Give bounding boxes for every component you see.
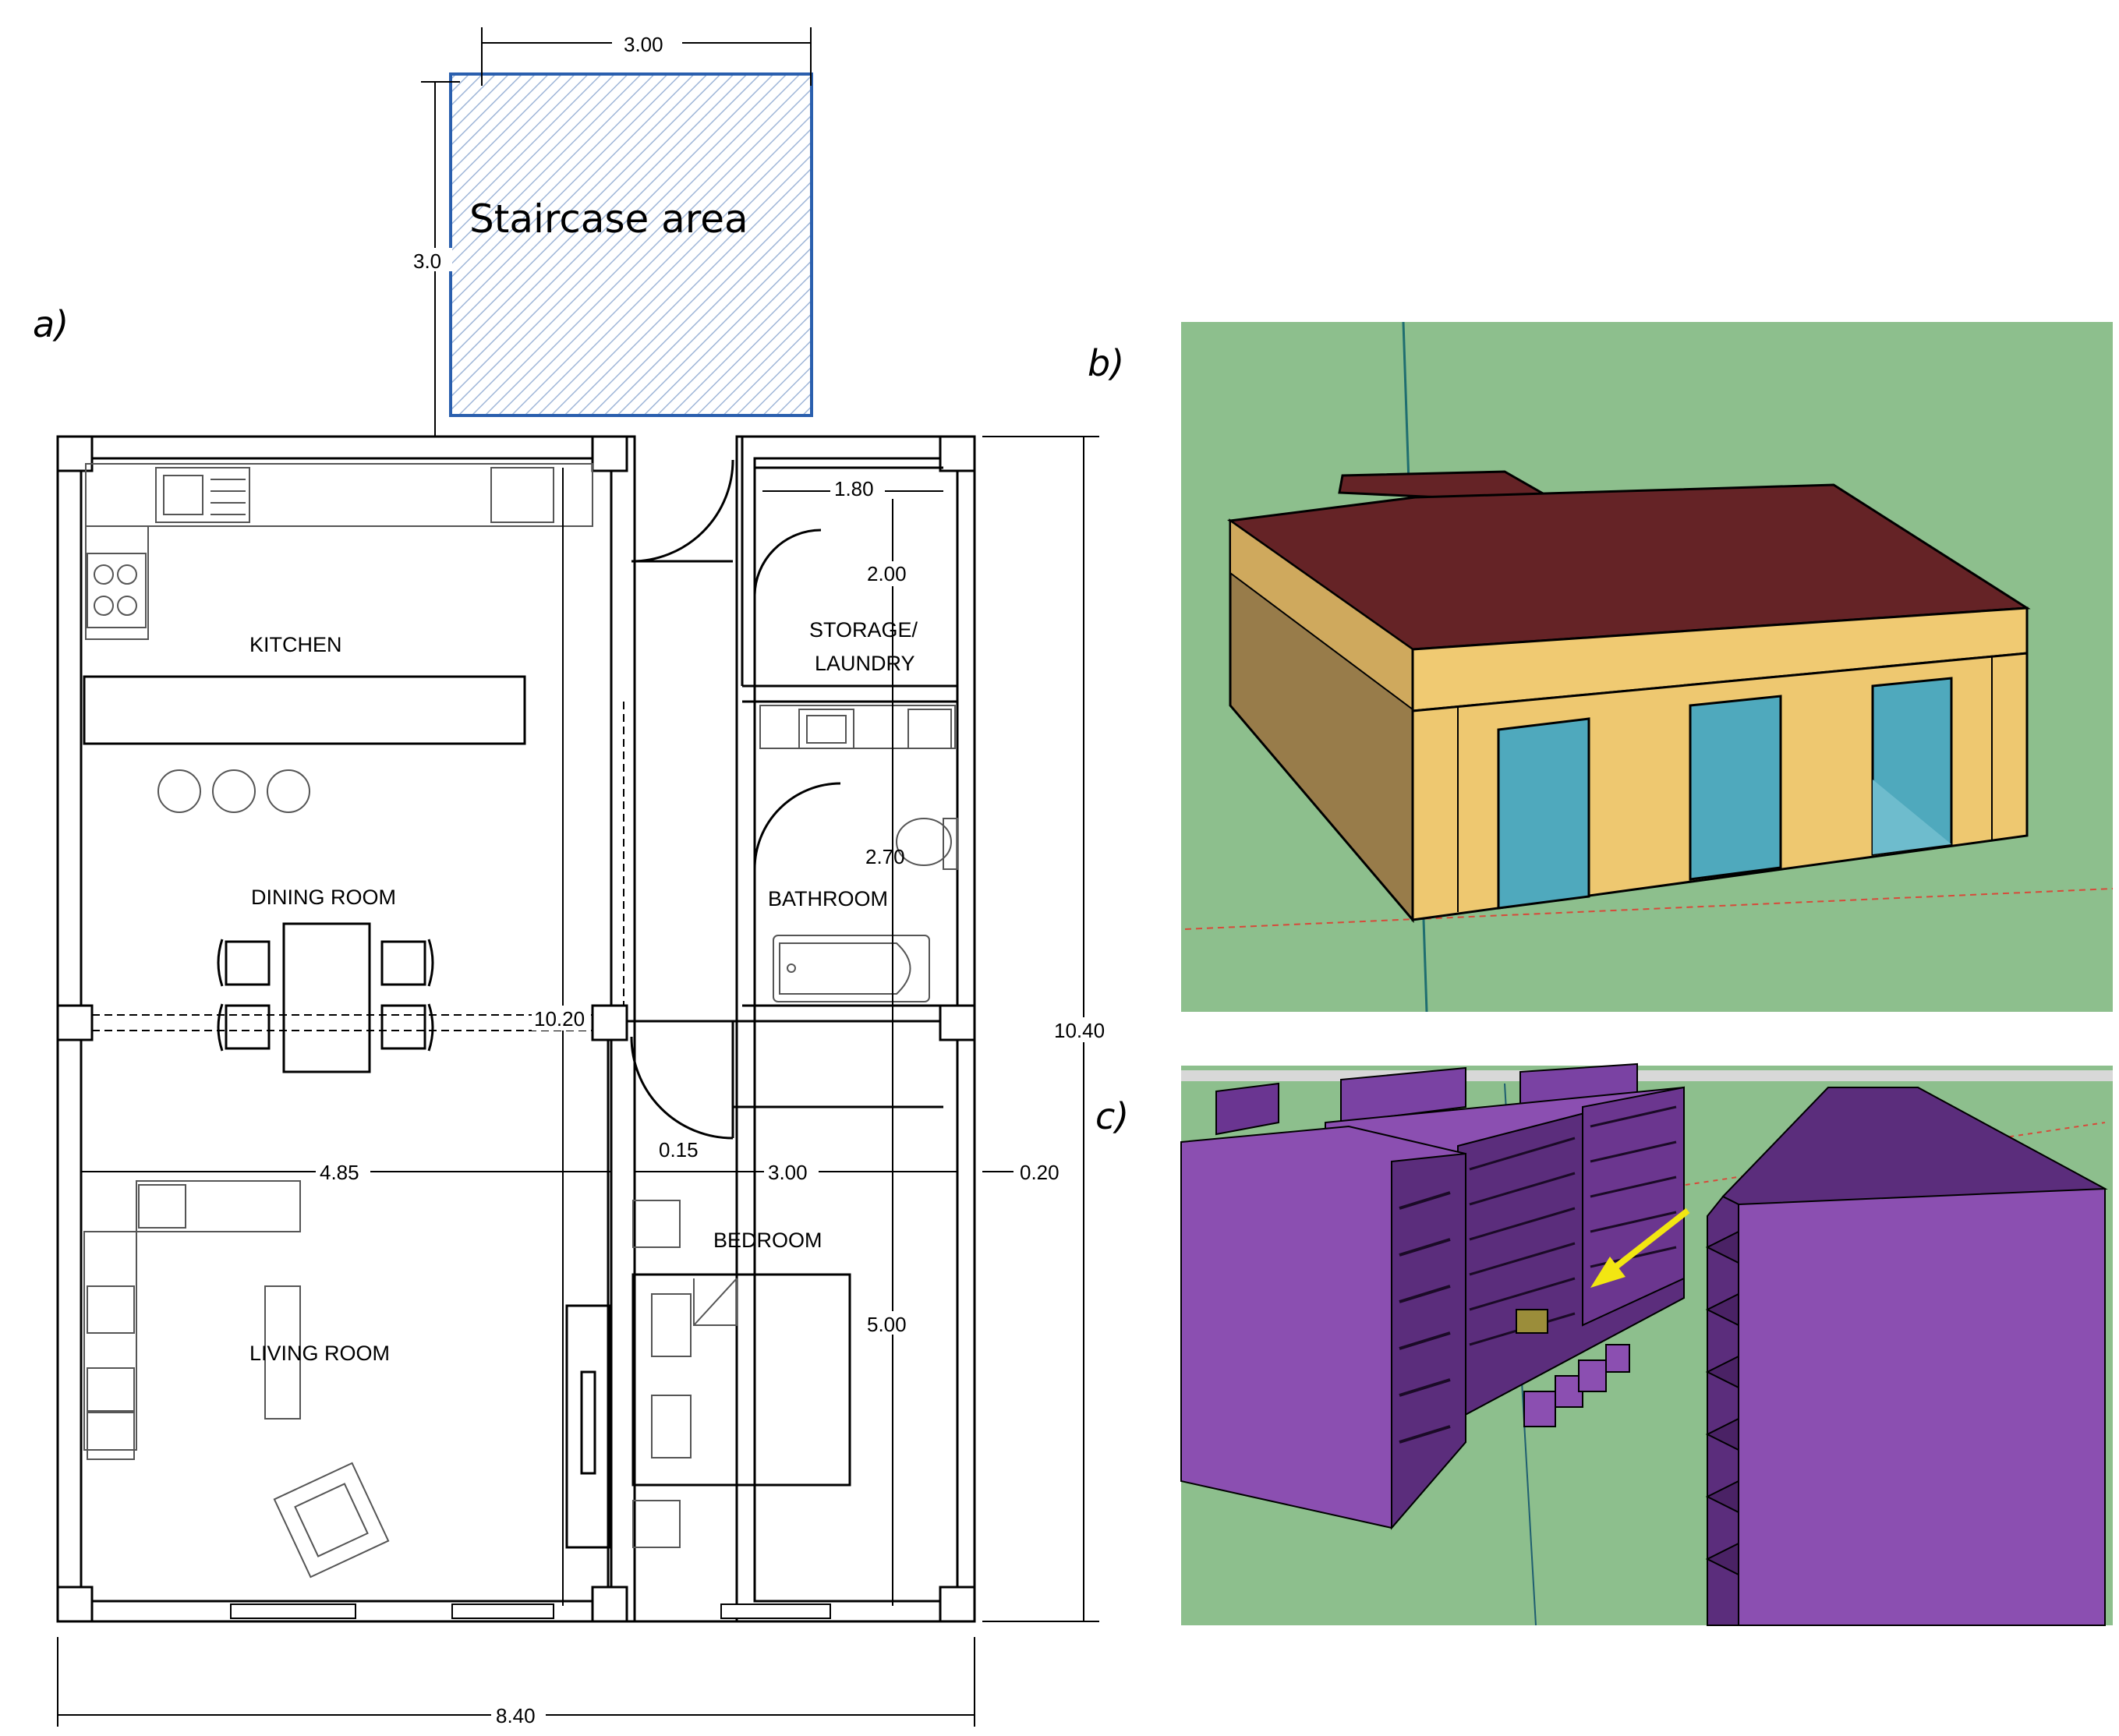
arrow-pointer <box>1590 1207 1690 1288</box>
label-storage: STORAGE/ <box>809 618 918 642</box>
panel-label-b: b) <box>1088 342 1124 384</box>
staircase-area: Staircase area 3.00 3.0 <box>412 27 813 437</box>
highlighted-unit <box>1516 1309 1548 1334</box>
dim-overall-height: 10.40 <box>1054 1019 1105 1042</box>
dim-bedroom-depth: 5.00 <box>867 1313 907 1336</box>
dim-bedroom-width: 3.00 <box>768 1161 808 1184</box>
living-furniture <box>83 1180 611 1579</box>
dim-living-width: 4.85 <box>320 1161 359 1184</box>
label-dining-room: DINING ROOM <box>251 886 396 909</box>
window-1 <box>1497 717 1590 910</box>
floor-plan: a) Staircase area 3.00 3.0 <box>33 27 1115 1727</box>
label-bathroom: BATHROOM <box>768 887 888 910</box>
room-labels: KITCHEN DINING ROOM STORAGE/ LAUNDRY BAT… <box>249 618 918 1365</box>
panel-label-a: a) <box>33 303 69 345</box>
dim-stair-width: 3.00 <box>624 33 663 56</box>
label-living-room: LIVING ROOM <box>249 1342 390 1365</box>
dim-outer-wall: 0.20 <box>1020 1161 1060 1184</box>
dashed-opening <box>92 702 624 1031</box>
dim-storage-depth: 2.00 <box>867 562 907 585</box>
dim-overall-width: 8.40 <box>496 1704 536 1727</box>
dim-bathroom-depth: 2.70 <box>865 845 905 868</box>
dim-left-height: 10.20 <box>534 1007 585 1031</box>
model-house: b) <box>1088 321 2114 1013</box>
dim-stair-depth: 3.0 <box>413 249 441 273</box>
balconies-left <box>1399 1191 1451 1444</box>
label-kitchen: KITCHEN <box>249 633 342 656</box>
label-bedroom: BEDROOM <box>713 1229 822 1252</box>
partitions <box>731 437 957 1108</box>
dim-wall-gap: 0.15 <box>659 1138 699 1161</box>
doors <box>630 459 841 1140</box>
bedroom-furniture <box>631 1200 851 1548</box>
staircase-label: Staircase area <box>469 196 748 242</box>
panel-label-c: c) <box>1095 1095 1129 1137</box>
front-boxes <box>1523 1344 1630 1427</box>
dimension-labels: 1.80 2.00 2.70 10.20 10.40 4.85 0.15 3.0… <box>316 476 1115 1727</box>
kitchen-furniture <box>83 463 593 813</box>
bath-fixtures <box>759 705 958 1002</box>
windows <box>230 1603 831 1619</box>
model-context: c) <box>1095 1062 2113 1626</box>
balconies-right <box>1705 1230 1739 1576</box>
window-2 <box>1689 695 1782 881</box>
dim-storage-width: 1.80 <box>834 477 874 500</box>
columns <box>56 435 976 1623</box>
walls <box>56 435 976 1623</box>
label-laundry: LAUNDRY <box>815 652 915 675</box>
dining-table <box>217 922 434 1073</box>
dimension-lines <box>57 436 1099 1727</box>
